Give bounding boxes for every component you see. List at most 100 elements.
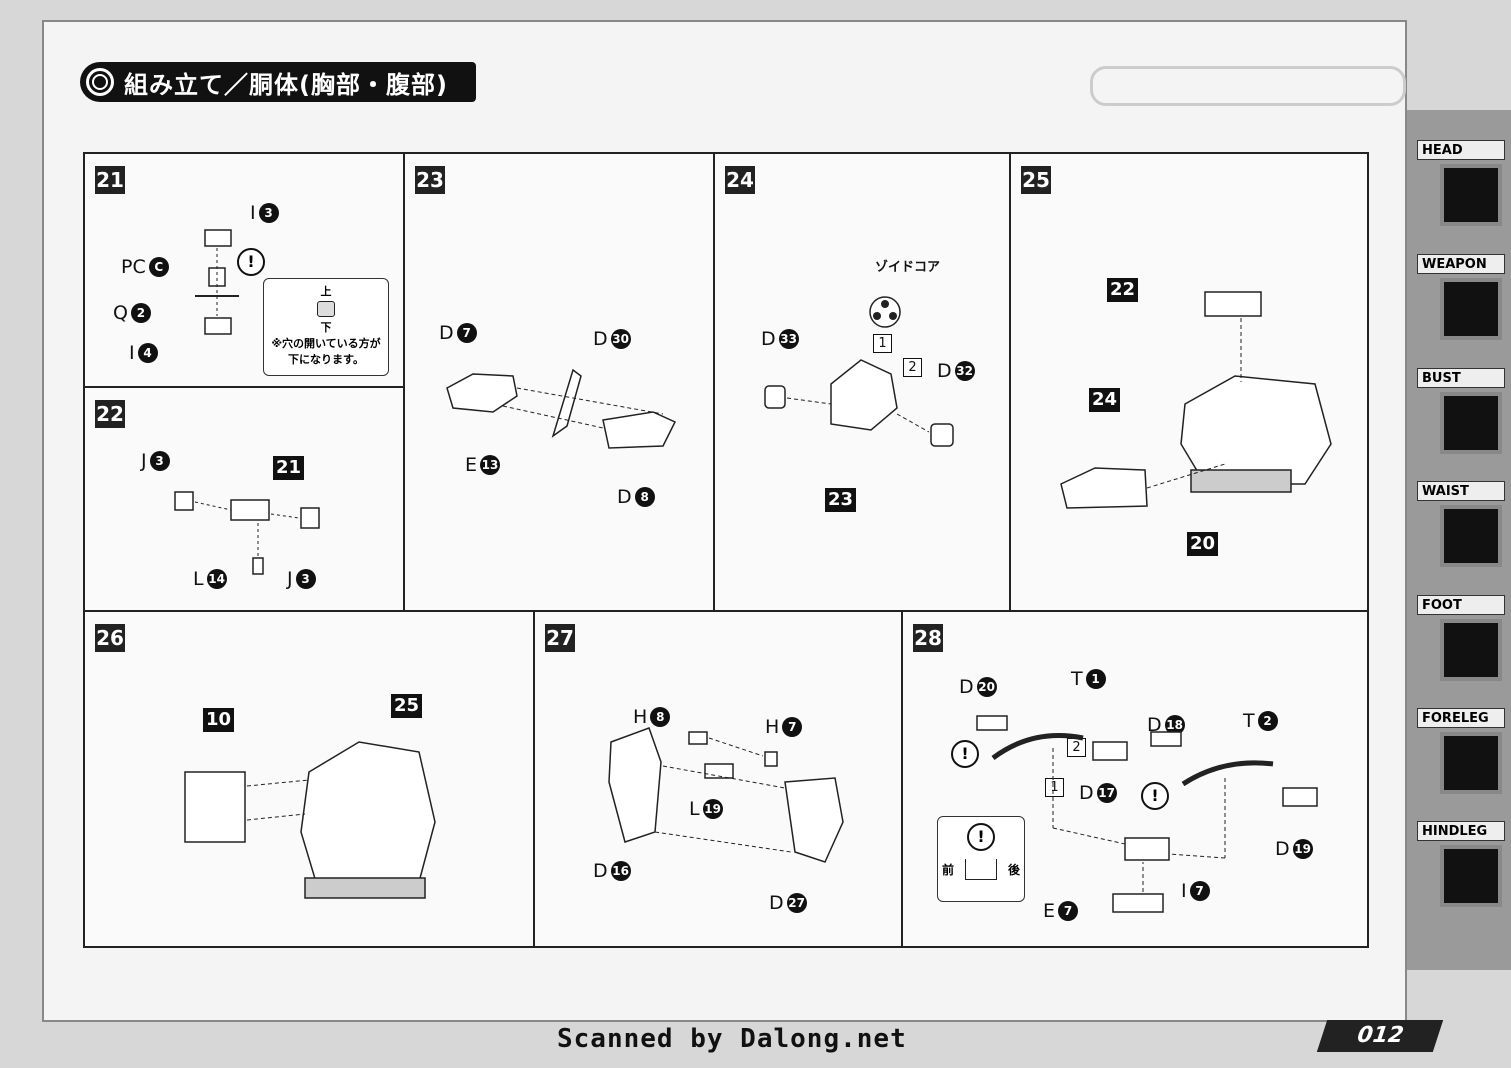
tab-waist[interactable]: WAIST [1412, 481, 1508, 581]
foot-icon [1440, 619, 1502, 681]
step-number: 26 [95, 624, 125, 652]
foreleg-icon [1440, 732, 1502, 794]
step-number: 27 [545, 624, 575, 652]
zoid-core-icon [869, 296, 901, 328]
step-reference: 25 [391, 694, 423, 718]
tab-label: FORELEG [1417, 708, 1505, 728]
tab-foreleg[interactable]: FORELEG [1412, 708, 1508, 808]
step-reference: 21 [273, 456, 305, 480]
step-number: 24 [725, 166, 755, 194]
tab-label: HEAD [1417, 140, 1505, 160]
step-reference: 22 [1107, 278, 1139, 302]
part-assembly-drawing [195, 229, 239, 335]
note-up: 上 [320, 285, 332, 298]
tab-foot[interactable]: FOOT [1412, 595, 1508, 695]
tab-label: HINDLEG [1417, 821, 1505, 841]
tab-label: WAIST [1417, 481, 1505, 501]
section-title: 組み立て／胴体(胸部・腹部) [124, 70, 448, 99]
order-label-1: 1 [873, 334, 892, 353]
comb-icon [965, 859, 997, 880]
caution-icon: ! [237, 248, 265, 276]
step-reference: 24 [1089, 388, 1121, 412]
part-assembly-drawing [608, 727, 844, 863]
gear-icon [86, 68, 114, 96]
tab-hindleg[interactable]: HINDLEG [1412, 821, 1508, 921]
note-down: 下 [320, 321, 332, 334]
tab-label: WEAPON [1417, 254, 1505, 274]
tab-weapon[interactable]: WEAPON [1412, 254, 1508, 354]
section-title-bar: 組み立て／胴体(胸部・腹部) [80, 62, 476, 102]
page-number: 012 [1316, 1020, 1444, 1052]
step-number: 21 [95, 166, 125, 194]
step-26-panel: 26 10 25 [83, 610, 535, 948]
front-label: 前 [942, 863, 955, 877]
bust-icon [1440, 392, 1502, 454]
step-number: 28 [913, 624, 943, 652]
tab-bust[interactable]: BUST [1412, 368, 1508, 468]
caution-icon: ! [967, 823, 995, 851]
step-reference: 23 [825, 488, 857, 512]
caution-icon: ! [1141, 782, 1169, 810]
back-label: 後 [1007, 863, 1020, 877]
cylinder-icon [317, 301, 335, 317]
orientation-note: 上 下 ※穴の開いている方が下になります。 [263, 278, 389, 376]
part-assembly-drawing [1060, 291, 1332, 509]
part-assembly-drawing [174, 491, 320, 575]
weapon-icon [1440, 278, 1502, 340]
head-icon [1440, 164, 1502, 226]
part-assembly-drawing [764, 359, 954, 447]
note-text: ※穴の開いている方が下になります。 [271, 337, 381, 366]
step-number: 22 [95, 400, 125, 428]
scanned-by-credit: Scanned by Dalong.net [557, 1024, 907, 1054]
waist-icon [1440, 505, 1502, 567]
tab-head[interactable]: HEAD [1412, 140, 1508, 240]
order-label-1: 1 [1045, 778, 1064, 797]
step-reference: 10 [203, 708, 235, 732]
part-assembly-drawing [976, 715, 1318, 913]
front-back-note: ! 前 後 [937, 816, 1025, 902]
step-number: 25 [1021, 166, 1051, 194]
hindleg-icon [1440, 845, 1502, 907]
step-25-panel: 25 22 24 20 [1009, 152, 1369, 612]
part-assembly-drawing [184, 741, 436, 899]
step-number: 23 [415, 166, 445, 194]
part-assembly-drawing [446, 368, 677, 449]
order-label-2: 2 [903, 358, 922, 377]
step-reference: 20 [1187, 532, 1219, 556]
tab-label: BUST [1417, 368, 1505, 388]
ghost-title-decoration [1090, 66, 1406, 106]
caution-icon: ! [951, 740, 979, 768]
tab-label: FOOT [1417, 595, 1505, 615]
